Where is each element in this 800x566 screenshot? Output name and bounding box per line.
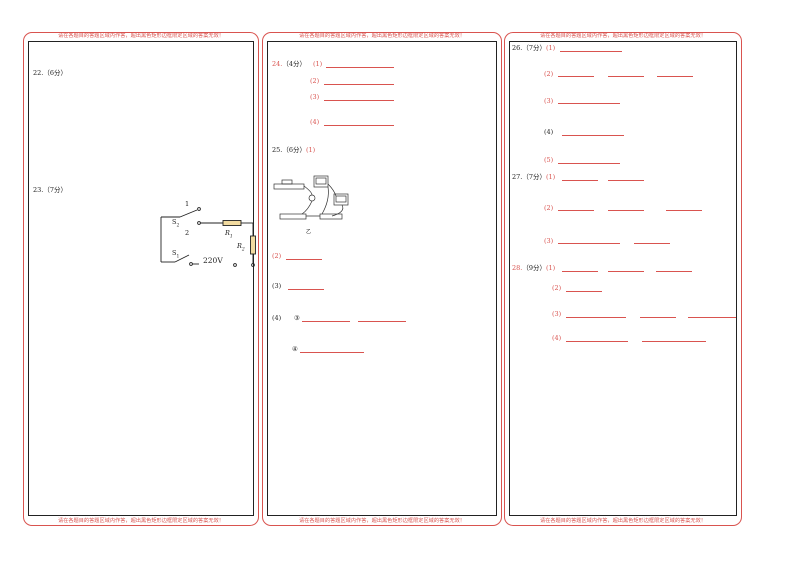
notice-bottom: 请在各题目的答题区域内作答，超出黑色矩形边框限定区域的答案无效！ [539,518,706,524]
q25-blank-3[interactable] [288,289,324,290]
q22-label: 22.（6分） [33,69,67,77]
notice-top: 请在各题目的答题区域内作答，超出黑色矩形边框限定区域的答案无效！ [539,33,706,39]
q28-blank-3c[interactable] [688,317,736,318]
q28-blank-4a[interactable] [566,341,628,342]
q27-blank-3a[interactable] [558,243,620,244]
r2-label: R2 [237,242,245,253]
q24-p3: (3) [310,93,320,101]
figure-label: 乙 [306,229,312,235]
s2-label: S2 [172,218,180,229]
node-2-label: 2 [185,229,190,237]
q25-circle-4: ④ [292,345,298,353]
q28-label: 28.（9分）(1) [512,264,556,272]
q28-blank-1b[interactable] [608,271,644,272]
q25-blank-4c[interactable] [300,352,364,353]
q24-p1: (1) [313,60,323,68]
q27-blank-3b[interactable] [634,243,670,244]
q28-p4: (4) [552,334,562,342]
answer-frame-right: 26.（7分）(1) (2) (3) (4) (5) 27.（7分）(1) (2… [509,41,737,516]
q27-blank-1b[interactable] [608,180,644,181]
notice-top: 请在各题目的答题区域内作答，超出黑色矩形边框限定区域的答案无效！ [298,33,465,39]
node-1-label: 1 [185,200,190,208]
q24-blank-3[interactable] [324,100,394,101]
q27-label: 27.（7分）(1) [512,173,556,181]
q28-blank-1a[interactable] [562,271,598,272]
experiment-apparatus-figure [273,175,349,220]
q24-blank-4[interactable] [324,125,394,126]
notice-bottom: 请在各题目的答题区域内作答，超出黑色矩形边框限定区域的答案无效！ [298,518,465,524]
q28-blank-1c[interactable] [656,271,692,272]
q26-p4: (4) [544,128,554,136]
q25-label: 25.（6分）(1) [272,146,316,154]
q26-blank-2c[interactable] [657,76,693,77]
q26-blank-3[interactable] [558,103,620,104]
q26-blank-2b[interactable] [608,76,644,77]
answer-frame-left: 22.（6分） 23.（7分） [28,41,256,516]
q25-p3: (3) [272,282,282,290]
notice-top: 请在各题目的答题区域内作答，超出黑色矩形边框限定区域的答案无效！ [57,33,224,39]
q26-blank-5[interactable] [558,163,620,164]
q25-blank-2[interactable] [286,259,322,260]
q26-blank-4[interactable] [562,135,624,136]
q26-p2: (2) [544,70,554,78]
q25-blank-4b[interactable] [358,321,406,322]
notice-bottom: 请在各题目的答题区域内作答，超出黑色矩形边框限定区域的答案无效！ [57,518,224,524]
q28-blank-4b[interactable] [642,341,706,342]
q26-blank-2a[interactable] [558,76,594,77]
q28-blank-3b[interactable] [640,317,676,318]
q26-blank-1[interactable] [560,51,622,52]
q24-blank-2[interactable] [324,84,394,85]
voltage-label: 220V [203,256,223,265]
answer-panel-left: 请在各题目的答题区域内作答，超出黑色矩形边框限定区域的答案无效！ 22.（6分）… [23,32,259,526]
q24-blank-1[interactable] [326,67,394,68]
answer-panel-middle: 请在各题目的答题区域内作答，超出黑色矩形边框限定区域的答案无效！ 24.（4分）… [262,32,502,526]
q26-p5: (5) [544,156,554,164]
q24-p4: (4) [310,118,320,126]
q26-label: 26.（7分）(1) [512,44,556,52]
q25-circle-3: ③ [294,314,300,322]
s1-label: S1 [172,249,180,260]
q24-p2: (2) [310,77,320,85]
q27-blank-2c[interactable] [666,210,702,211]
q26-p3: (3) [544,97,554,105]
q28-blank-3a[interactable] [566,317,626,318]
q25-blank-4a[interactable] [302,321,350,322]
q27-p2: (2) [544,204,554,212]
q25-p2: (2) [272,252,282,260]
q28-p2: (2) [552,284,562,292]
q27-blank-1a[interactable] [562,180,598,181]
answer-frame-middle: 24.（4分） (1) (2) (3) (4) 25.（6分）(1) 乙 [267,41,497,516]
q24-label: 24.（4分） [272,60,306,68]
r1-label: R1 [225,229,233,240]
q27-p3: (3) [544,237,554,245]
q27-blank-2b[interactable] [608,210,644,211]
q28-p3: (3) [552,310,562,318]
q23-label: 23.（7分） [33,186,67,194]
circuit-diagram [160,207,256,267]
q25-p4: (4) [272,314,282,322]
q27-blank-2a[interactable] [558,210,594,211]
answer-panel-right: 请在各题目的答题区域内作答，超出黑色矩形边框限定区域的答案无效！ 26.（7分）… [504,32,742,526]
q28-blank-2[interactable] [566,291,602,292]
